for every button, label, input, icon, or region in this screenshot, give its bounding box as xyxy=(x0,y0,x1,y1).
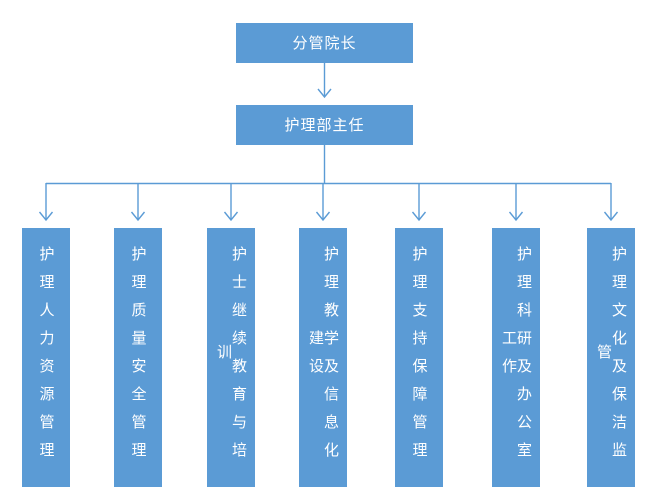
node-department-human-resources[interactable]: 护理人力资源管理 xyxy=(22,228,70,487)
node-head-nurse-label: 护理部主任 xyxy=(284,115,365,134)
arrowhead-drop-5 xyxy=(508,211,524,222)
node-department-label: 护理科研及办公室工作 xyxy=(500,245,533,470)
arrowhead-drop-3 xyxy=(315,211,331,222)
node-director[interactable]: 分管院长 xyxy=(236,23,413,63)
node-department-label: 护理人力资源管理 xyxy=(37,245,56,470)
node-department-culture-cleaning[interactable]: 护理文化及保洁监管 xyxy=(587,228,635,487)
arrowhead-drop-6 xyxy=(603,211,619,222)
arrowhead-drop-2 xyxy=(223,211,239,222)
node-department-label: 护理文化及保洁监管 xyxy=(595,245,628,470)
node-department-teaching-informatization[interactable]: 护理教学及信息化建设 xyxy=(299,228,347,487)
node-department-label: 护理教学及信息化建设 xyxy=(307,245,340,470)
node-head-nurse[interactable]: 护理部主任 xyxy=(236,105,413,145)
node-department-label: 护士继续教育与培训 xyxy=(215,245,248,470)
node-department-label: 护理质量安全管理 xyxy=(129,245,148,470)
arrowhead-drop-4 xyxy=(411,211,427,222)
node-department-support-logistics[interactable]: 护理支持保障管理 xyxy=(395,228,443,487)
node-department-quality-safety[interactable]: 护理质量安全管理 xyxy=(114,228,162,487)
arrowhead-drop-0 xyxy=(38,211,54,222)
node-department-continuing-education[interactable]: 护士继续教育与培训 xyxy=(207,228,255,487)
node-director-label: 分管院长 xyxy=(292,33,357,52)
arrowhead-drop-1 xyxy=(130,211,146,222)
arrowhead-director-to-head-nurse xyxy=(317,88,332,99)
node-department-research-office[interactable]: 护理科研及办公室工作 xyxy=(492,228,540,487)
node-department-label: 护理支持保障管理 xyxy=(410,245,429,470)
